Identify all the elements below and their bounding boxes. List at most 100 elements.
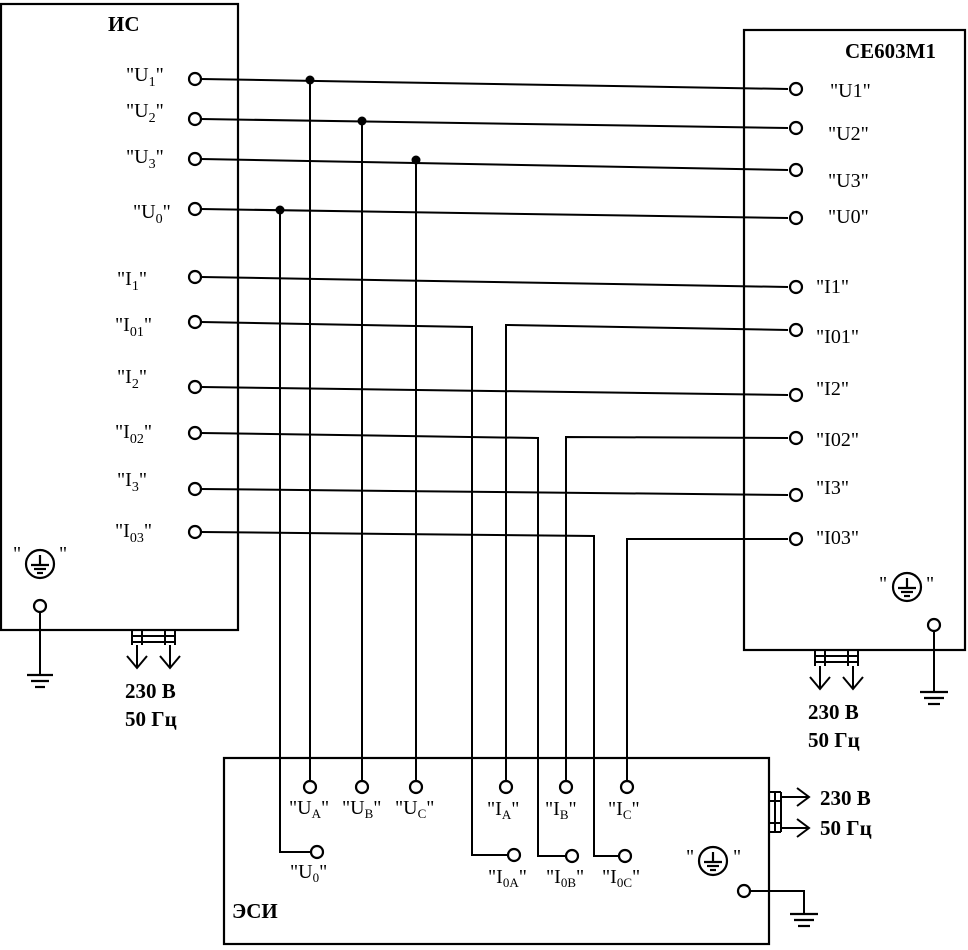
- is-terminal-i03[interactable]: [187, 524, 203, 540]
- meter-terminal-i1[interactable]: [788, 279, 804, 295]
- meter-label-u1: "U1": [830, 80, 871, 102]
- esi-ground-terminal[interactable]: [736, 883, 752, 899]
- esi-ground-quote-open: ": [686, 846, 694, 868]
- meter-device-box: [742, 28, 967, 652]
- wire-u3: [200, 158, 789, 171]
- esi-label-ia: "IA": [487, 798, 519, 822]
- meter-power-voltage: 230 В: [808, 700, 859, 724]
- junction-u3: [411, 155, 421, 165]
- wire-i3: [200, 488, 789, 496]
- meter-terminal-i3[interactable]: [788, 487, 804, 503]
- meter-terminal-u3[interactable]: [788, 162, 804, 178]
- meter-terminal-u2[interactable]: [788, 120, 804, 136]
- is-terminal-i02[interactable]: [187, 425, 203, 441]
- esi-power-cable-icon: [769, 787, 811, 838]
- esi-label-i0c: "I0C": [602, 866, 640, 890]
- junction-u2: [357, 116, 367, 126]
- esi-ground-quote-close: ": [733, 846, 741, 868]
- wire-i03-meter: [626, 538, 788, 780]
- meter-title: CE603M1: [845, 39, 936, 63]
- esi-terminal-uc[interactable]: [408, 779, 424, 795]
- esi-power-voltage: 230 В: [820, 786, 871, 810]
- esi-terminal-ia[interactable]: [498, 779, 514, 795]
- junction-u0: [275, 205, 285, 215]
- esi-label-ib: "IB": [545, 798, 577, 822]
- esi-terminal-ib[interactable]: [558, 779, 574, 795]
- wire-i01-meter: [505, 323, 789, 780]
- meter-label-u0: "U0": [828, 206, 869, 228]
- meter-terminal-i02[interactable]: [788, 430, 804, 446]
- is-label-i1: "I1": [117, 268, 147, 294]
- meter-terminals: [788, 81, 804, 547]
- is-label-i01: "I01": [115, 314, 152, 340]
- wire-i02-is: [200, 432, 566, 857]
- is-title: ИС: [108, 12, 140, 36]
- is-ground-quote-close: ": [59, 543, 67, 565]
- is-label-u1: "U1": [126, 64, 164, 90]
- meter-terminal-u0[interactable]: [788, 210, 804, 226]
- esi-title: ЭСИ: [232, 899, 278, 923]
- esi-terminal-ua[interactable]: [302, 779, 318, 795]
- meter-label-i1: "I1": [816, 276, 849, 298]
- junction-u1: [305, 75, 315, 85]
- esi-device-box: [222, 756, 771, 946]
- esi-ground-wire: [750, 890, 805, 914]
- is-terminal-i1[interactable]: [187, 269, 203, 285]
- wires: [200, 78, 789, 857]
- is-label-u2: "U2": [126, 100, 164, 126]
- meter-power-cable-icon: [809, 650, 864, 691]
- esi-power-frequency: 50 Гц: [820, 816, 872, 840]
- wire-u0: [200, 208, 789, 219]
- esi-label-i0b: "I0B": [546, 866, 584, 890]
- meter-label-i2: "I2": [816, 378, 849, 400]
- is-label-i02: "I02": [115, 421, 152, 447]
- is-terminal-u1[interactable]: [187, 71, 203, 87]
- meter-terminal-i2[interactable]: [788, 387, 804, 403]
- meter-ground-quote-open: ": [879, 573, 887, 595]
- esi-terminal-ic[interactable]: [619, 779, 635, 795]
- is-terminal-u3[interactable]: [187, 151, 203, 167]
- meter-terminal-u1[interactable]: [788, 81, 804, 97]
- wire-u0-tap: [279, 210, 311, 853]
- is-power-voltage: 230 В: [125, 679, 176, 703]
- is-terminal-i3[interactable]: [187, 481, 203, 497]
- esi-terminal-u0[interactable]: [309, 844, 325, 860]
- is-power-cable-icon: [126, 630, 181, 670]
- is-label-i2: "I2": [117, 366, 147, 392]
- ground-icon: [790, 912, 818, 928]
- is-terminal-u0[interactable]: [187, 201, 203, 217]
- is-label-i03: "I03": [115, 520, 152, 546]
- is-label-u0: "U0": [133, 201, 171, 227]
- is-ground-terminal[interactable]: [32, 598, 48, 614]
- esi-label-ua: "UA": [289, 797, 329, 821]
- meter-label-i02: "I02": [816, 429, 859, 451]
- is-terminal-i2[interactable]: [187, 379, 203, 395]
- wire-i03-is: [200, 531, 619, 857]
- is-device-box: [0, 2, 240, 632]
- ground-icon: [891, 571, 923, 603]
- meter-power-frequency: 50 Гц: [808, 728, 860, 752]
- is-label-i3: "I3": [117, 469, 147, 495]
- meter-terminal-i03[interactable]: [788, 531, 804, 547]
- meter-ground-terminal[interactable]: [926, 617, 942, 633]
- esi-terminal-i0a[interactable]: [506, 847, 522, 863]
- is-terminal-i01[interactable]: [187, 314, 203, 330]
- esi-terminal-i0b[interactable]: [564, 848, 580, 864]
- esi-label-uc: "UC": [395, 797, 434, 821]
- meter-label-u2: "U2": [828, 123, 869, 145]
- meter-label-i3: "I3": [816, 477, 849, 499]
- wire-i02-meter: [565, 435, 789, 780]
- is-ground-quote-open: ": [13, 543, 21, 565]
- wire-i1: [200, 276, 789, 288]
- esi-terminals: [302, 779, 635, 864]
- esi-label-ub: "UB": [342, 797, 381, 821]
- esi-terminal-i0c[interactable]: [617, 848, 633, 864]
- is-terminal-u2[interactable]: [187, 111, 203, 127]
- meter-terminal-i01[interactable]: [788, 322, 804, 338]
- esi-terminal-ub[interactable]: [354, 779, 370, 795]
- wire-i2: [200, 386, 789, 396]
- wire-u1: [200, 78, 789, 90]
- ground-icon: [920, 690, 948, 706]
- ground-icon: [24, 548, 56, 580]
